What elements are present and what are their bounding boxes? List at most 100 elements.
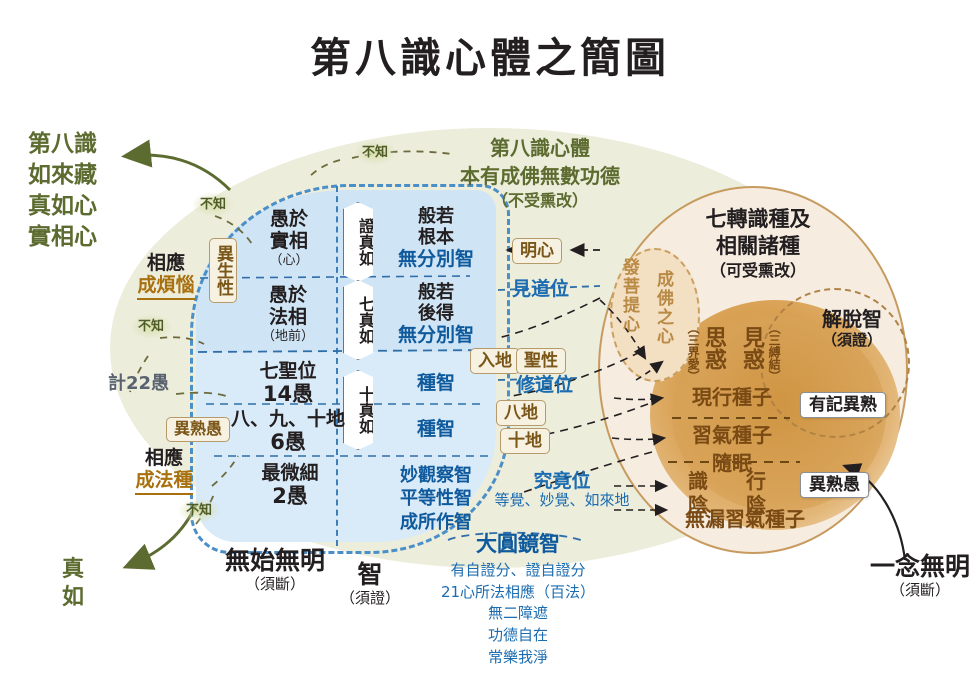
beginningless-ignorance-sub: （須斷）: [244, 574, 305, 593]
mirror-wisdom-line-3: 無二障遮: [487, 604, 548, 623]
stage-badge-tenth-ground: 十地: [500, 428, 550, 455]
wisdom-row-2-line3: 無分別智: [397, 324, 474, 347]
recorded-maturation-badge: 有記異熟: [800, 392, 886, 419]
eighth-consciousness-merits-label: 第八識心體 本有成佛無數功德 （不受熏改）: [420, 134, 660, 212]
delusion-row-2-line2: 法相: [268, 306, 307, 329]
ordinary-nature-badge: 異生性: [209, 238, 238, 303]
generate-bodhi-mind-label: 發菩提心: [619, 258, 640, 334]
wisdom-row-5-line2: 平等性智: [400, 488, 472, 510]
mirror-wisdom-line-2: 21心所法相應（百法）: [440, 582, 596, 601]
wisdom-row-1-line3: 無分別智: [397, 248, 474, 271]
single-thought-ignorance-title: 一念無明: [869, 552, 970, 581]
delusion-row-2-line1: 愚於: [268, 284, 307, 306]
wisdom-row-5-line3: 成所作智: [400, 511, 472, 533]
untainted-habit-seeds-label: 無漏習氣種子: [685, 507, 805, 531]
delusion-row-1: 愚於 實相 （心）: [246, 208, 332, 268]
total-22-delusions-label: 計22愚: [108, 373, 170, 394]
blue-region-inner-divider: [336, 186, 510, 546]
wisdom-row-4: 種智: [416, 418, 455, 440]
ultimate-stage-title: 究竟位: [533, 470, 591, 492]
view-delusions-label: 見惑: [738, 326, 764, 370]
mirror-wisdom-line-5: 常樂我淨: [487, 647, 548, 666]
wisdom-row-5-line1: 妙觀察智: [400, 465, 472, 486]
seven-consciousnesses-title-3: （可受熏改）: [709, 260, 806, 280]
wisdom-row-2-line2: 後得: [418, 303, 454, 325]
corresponds-afflictions-label: 相應 成煩惱: [122, 252, 210, 300]
wisdom-row-1: 般若 根本 無分別智: [380, 206, 492, 271]
consciousness-aggregate-2: 陰: [688, 492, 708, 517]
single-thought-ignorance-label: 一念無明 （須斷）: [852, 552, 980, 599]
single-thought-ignorance-sub: （須斷）: [889, 580, 950, 599]
unknown-marker-2: 不知: [192, 192, 235, 218]
wisdom-row-3: 種智: [416, 372, 455, 394]
suchness-line-2: 如: [62, 583, 85, 610]
latent-tendencies-label: 隨眠: [712, 451, 752, 475]
suchness-label: 真 如: [62, 556, 84, 611]
hex-label-realize-suchness: 證真如: [343, 202, 375, 282]
mirror-wisdom-line-1: 有自證分、證自證分: [450, 560, 586, 579]
wisdom-sub: （須證）: [339, 588, 400, 607]
three-fetters-note: （三縛結）: [767, 322, 782, 382]
unknown-marker-4: 不知: [178, 498, 221, 524]
beginningless-ignorance-label: 無始無明 （須斷）: [200, 546, 350, 593]
formation-aggregate-2: 陰: [746, 492, 766, 517]
beginningless-ignorance-title: 無始無明: [224, 546, 325, 575]
consciousness-aggregate-1: 識: [688, 469, 708, 493]
wisdom-label: 智 （須證）: [330, 560, 410, 607]
liberation-wisdom-label: 解脫智 （須證）: [800, 307, 904, 349]
delusion-row-2-sub: （地前）: [261, 328, 314, 344]
become-dharma-seeds-label: 成法種: [135, 469, 193, 495]
habit-seeds-label: 習氣種子: [692, 423, 772, 447]
maturation-delusion-badge-right: 異熟愚: [800, 472, 869, 499]
eighth-consciousness-label: 第八識 如來藏 真如心 實相心: [28, 128, 97, 252]
delusion-row-3: 七聖位 14愚: [232, 360, 344, 407]
formation-aggregate-label: 行 陰: [730, 469, 782, 517]
delusion-row-4: 八、九、十地 6愚: [222, 408, 354, 455]
page-title: 第八識心體之簡圖: [310, 34, 670, 82]
maturation-delusion-badge-left: 異熟愚: [166, 417, 231, 442]
mirror-wisdom-line-4: 功德自在: [487, 626, 548, 645]
seven-consciousnesses-title-2: 相關諸種: [716, 234, 800, 259]
stage-badge-entering-grounds: 入地: [470, 348, 520, 375]
liberation-wisdom-title: 解脫智: [822, 307, 882, 331]
label-line-1: 第八識: [28, 130, 97, 157]
delusion-row-4-line1: 八、九、十地: [230, 408, 345, 430]
great-mirror-wisdom-title: 大圓鏡智: [476, 532, 560, 556]
delusion-row-1-line1: 愚於: [269, 208, 308, 230]
stage-badge-noble-nature: 聖性: [516, 348, 566, 375]
label-line-4: 實相心: [28, 223, 97, 251]
delusion-row-5: 最微細 2愚: [236, 462, 344, 509]
formation-aggregate-1: 行: [746, 469, 766, 493]
unknown-marker-3: 不知: [130, 314, 173, 340]
delusion-row-3-line1: 七聖位: [259, 360, 317, 382]
wisdom-row-1-line2: 根本: [418, 227, 454, 249]
hex-label-ten-suchness: 十真如: [343, 370, 375, 450]
label-line-3: 真如心: [28, 192, 97, 220]
merits-line-2: 本有成佛無數功德: [460, 164, 620, 188]
thought-delusions-label: 思惑: [700, 326, 726, 370]
delusion-row-5-line1: 最微細: [261, 462, 319, 484]
three-realm-craving-note: （三界愛）: [686, 322, 701, 382]
suchness-line-1: 真: [62, 556, 85, 582]
label-line-2: 如來藏: [28, 161, 97, 189]
seven-consciousnesses-title-1: 七轉識種及: [705, 207, 811, 231]
seven-consciousnesses-title: 七轉識種及 相關諸種 （可受熏改）: [660, 206, 856, 281]
stage-badge-eighth-ground: 八地: [496, 400, 546, 427]
stage-label-path-of-cultivation: 修道位: [516, 374, 574, 396]
liberation-wisdom-sub: （須證）: [821, 330, 882, 349]
great-mirror-wisdom-block: 大圓鏡智 有自證分、證自證分 21心所法相應（百法） 無二障遮 功德自在 常樂我…: [428, 532, 608, 669]
stage-label-ultimate: 究竟位 等覺、妙覺、如來地: [492, 470, 632, 510]
corresponds-dharma-seeds-label: 相應 成法種: [118, 447, 210, 495]
stage-label-path-of-seeing: 見道位: [512, 278, 570, 300]
delusion-row-3-line2: 14愚: [262, 382, 314, 407]
wisdom-row-5: 妙觀察智 平等性智 成所作智: [374, 464, 498, 534]
wisdom-row-2-line1: 般若: [418, 282, 454, 303]
ultimate-stage-sub: 等覺、妙覺、如來地: [494, 491, 630, 510]
delusion-row-1-line2: 實相: [269, 230, 308, 253]
corresponds-label-1: 相應: [146, 252, 185, 274]
delusion-row-5-line2: 2愚: [272, 484, 308, 509]
unknown-marker-1: 不知: [354, 140, 397, 166]
wisdom-row-2: 般若 後得 無分別智: [380, 282, 492, 347]
consciousness-aggregate-label: 識 陰: [672, 469, 724, 517]
